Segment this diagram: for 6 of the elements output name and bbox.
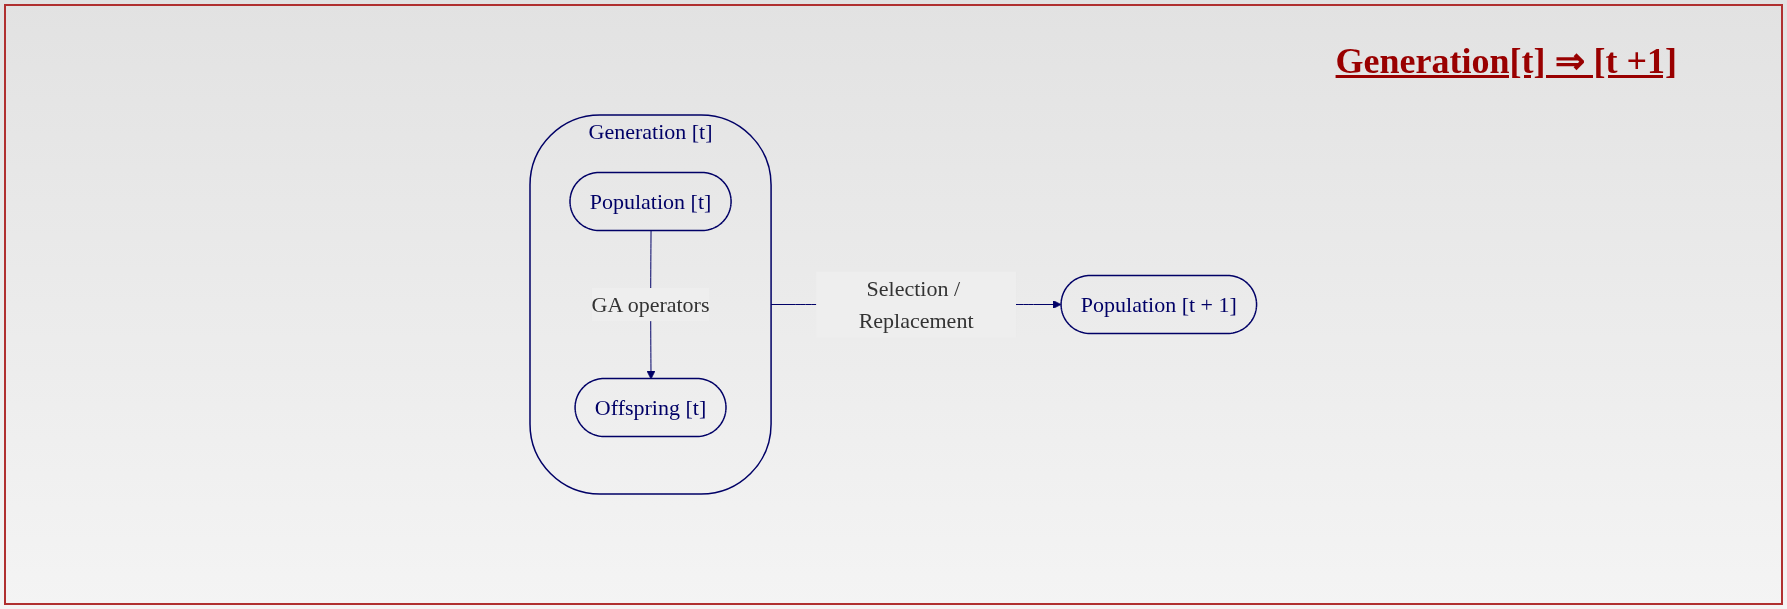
edge-label: GA operators <box>591 292 710 317</box>
node-text: Population [t] <box>589 189 712 214</box>
node-text: Population [t + 1] <box>1081 292 1238 317</box>
node-text: Offspring [t] <box>595 395 707 420</box>
edge-label: Selection / Replacement <box>858 275 974 334</box>
title: Generation[t] ⇒ [t +1] <box>1335 40 1677 82</box>
